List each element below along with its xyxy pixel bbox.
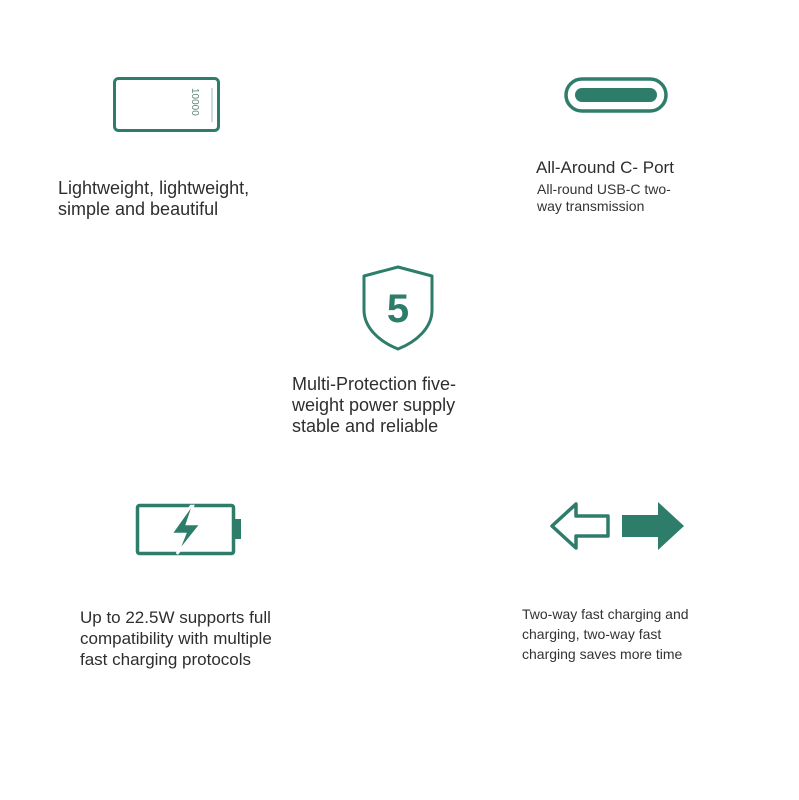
text-line: Multi-Protection five- [292, 374, 457, 394]
text-line: Up to 22.5W supports full [80, 608, 271, 627]
text-line: charging saves more time [522, 646, 683, 662]
usb-c-port-icon [564, 77, 668, 113]
feature-power: Up to 22.5W supports full compatibility … [60, 490, 360, 690]
feature-port: All-Around C- Port All-round USB-C two- … [500, 60, 780, 230]
text-line: Two-way fast charging and [522, 606, 689, 622]
port-title: All-Around C- Port [536, 158, 674, 177]
text-line: Lightweight, lightweight, [58, 178, 250, 198]
feature-lightweight: 10000 Lightweight, lightweight, simple a… [0, 0, 400, 240]
text-line: fast charging protocols [80, 650, 252, 669]
port-description: All-round USB-C two- way transmission [537, 181, 757, 215]
feature-power-text: Up to 22.5W supports full compatibility … [80, 607, 360, 670]
feature-protection: 5 Multi-Protection five- weight power su… [280, 250, 540, 450]
text-line: way transmission [537, 198, 645, 214]
feature-lightweight-text: Lightweight, lightweight, simple and bea… [58, 178, 358, 220]
text-line: simple and beautiful [58, 199, 219, 219]
feature-twoway: Two-way fast charging and charging, two-… [500, 490, 760, 680]
text-line: weight power supply [292, 395, 456, 415]
power-bank-icon: 10000 [113, 77, 220, 132]
bidirectional-arrows-icon [550, 502, 684, 550]
text-line: charging, two-way fast [522, 626, 662, 642]
text-line: compatibility with multiple [80, 629, 272, 648]
feature-twoway-text: Two-way fast charging and charging, two-… [522, 604, 742, 664]
text-line: stable and reliable [292, 416, 439, 436]
feature-protection-text: Multi-Protection five- weight power supp… [292, 374, 532, 437]
battery-bolt-icon [135, 503, 241, 556]
shield-number: 5 [387, 287, 409, 331]
text-line: All-round USB-C two- [537, 181, 671, 197]
shield-icon: 5 [362, 265, 434, 351]
device-label: 10000 [189, 88, 200, 116]
